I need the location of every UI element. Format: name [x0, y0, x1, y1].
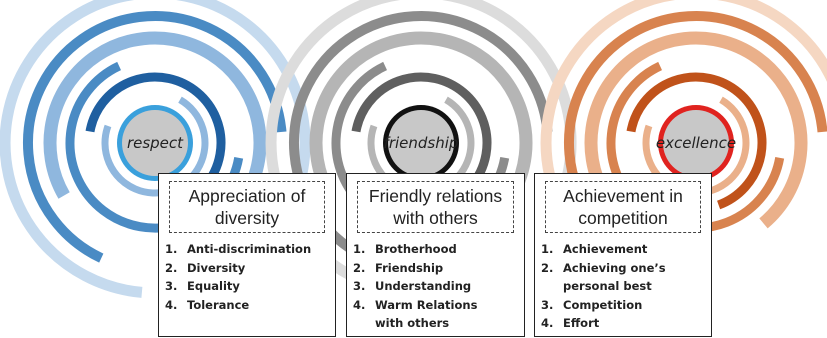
card-respect: Appreciation of diversity 1.Anti-discrim… [158, 173, 336, 337]
list-item: 3.Competition [541, 297, 643, 312]
ring-arc [43, 31, 267, 229]
list-item: 1.Anti-discrimination [165, 242, 312, 256]
ring-arc [626, 72, 767, 210]
list-item: 2.Friendship [353, 260, 444, 275]
card-title: Appreciation of diversity [169, 181, 325, 233]
list-item: 4.Effort [541, 316, 600, 330]
list-item: 3.Equality [165, 279, 240, 293]
card-title: Friendly relations with others [357, 181, 514, 233]
card-list: 1.Achievement 2.Achieving one’s personal… [541, 240, 707, 333]
ring-arc [584, 31, 808, 229]
list-item: 3.Understanding [353, 279, 472, 293]
card-list: 1.Anti-discrimination 2.Diversity 3.Equa… [165, 240, 331, 314]
card-excellence: Achievement in competition 1.Achievement… [534, 173, 712, 337]
list-item: 2.Achieving one’s personal best [541, 260, 666, 294]
circle-label-excellence: excellence [656, 134, 736, 152]
center-disc [663, 110, 729, 176]
center-disc [122, 110, 188, 176]
list-item: 4.Tolerance [165, 297, 250, 312]
center-disc [388, 110, 454, 176]
ring-arc [642, 96, 750, 197]
list-item: 2.Diversity [165, 260, 246, 275]
ring-arc [309, 31, 533, 229]
card-title: Achievement in competition [545, 181, 701, 233]
card-friendship: Friendly relations with others 1.Brother… [346, 173, 525, 337]
card-list: 1.Brotherhood 2.Friendship 3.Understandi… [353, 240, 520, 333]
circle-label-friendship: friendship [384, 134, 459, 152]
list-item: 1.Achievement [541, 242, 648, 256]
circle-label-respect: respect [127, 134, 184, 152]
list-item: 4.Warm Relations with others [353, 297, 478, 331]
ring-arc [23, 11, 287, 263]
list-item: 1.Brotherhood [353, 242, 457, 256]
